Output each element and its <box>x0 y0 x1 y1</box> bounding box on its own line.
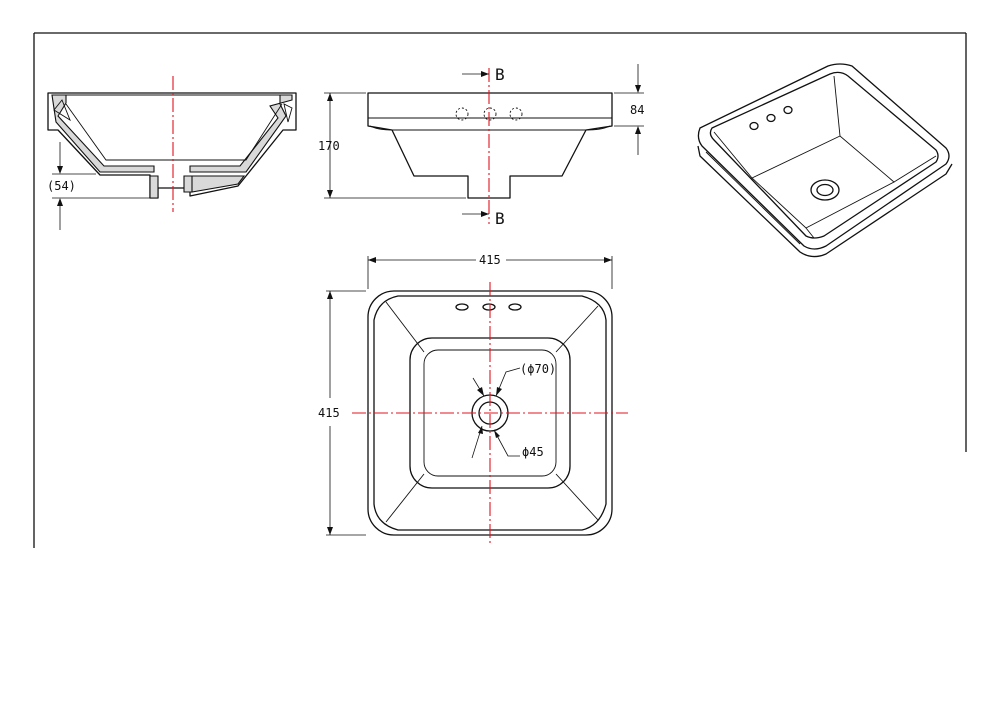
plan-faucet-hole-center <box>482 303 496 311</box>
section-label-top: B <box>495 65 505 84</box>
front-view: B B 170 84 <box>318 64 644 228</box>
dim-rim-height: 84 <box>630 103 644 117</box>
iso-faucet-hole-1 <box>749 121 759 131</box>
faucet-hole-left <box>455 107 469 121</box>
iso-drain <box>810 179 840 201</box>
isometric-view <box>697 63 953 258</box>
dim-total-height: 170 <box>318 139 340 153</box>
dim-drain-depth: (54) <box>47 179 76 193</box>
plan-faucet-hole-right <box>508 303 522 311</box>
faucet-hole-right <box>509 107 523 121</box>
dim-plan-depth: 415 <box>318 406 340 420</box>
section-view: (54) <box>47 76 297 230</box>
dim-plan-width: 415 <box>479 253 501 267</box>
plan-view: 415 415 (ϕ70) ϕ45 <box>318 253 628 546</box>
section-label-bottom: B <box>495 209 505 228</box>
iso-faucet-hole-3 <box>783 105 793 115</box>
drawing-frame <box>33 32 967 548</box>
iso-faucet-hole-2 <box>766 113 776 123</box>
dim-drain-outer-diameter: (ϕ70) <box>520 362 556 376</box>
section-wall-left <box>51 94 155 173</box>
faucet-hole-center <box>483 107 497 121</box>
plan-faucet-hole-left <box>455 303 469 311</box>
dim-drain-inner-diameter: ϕ45 <box>522 445 544 459</box>
section-wall-right <box>189 94 293 173</box>
